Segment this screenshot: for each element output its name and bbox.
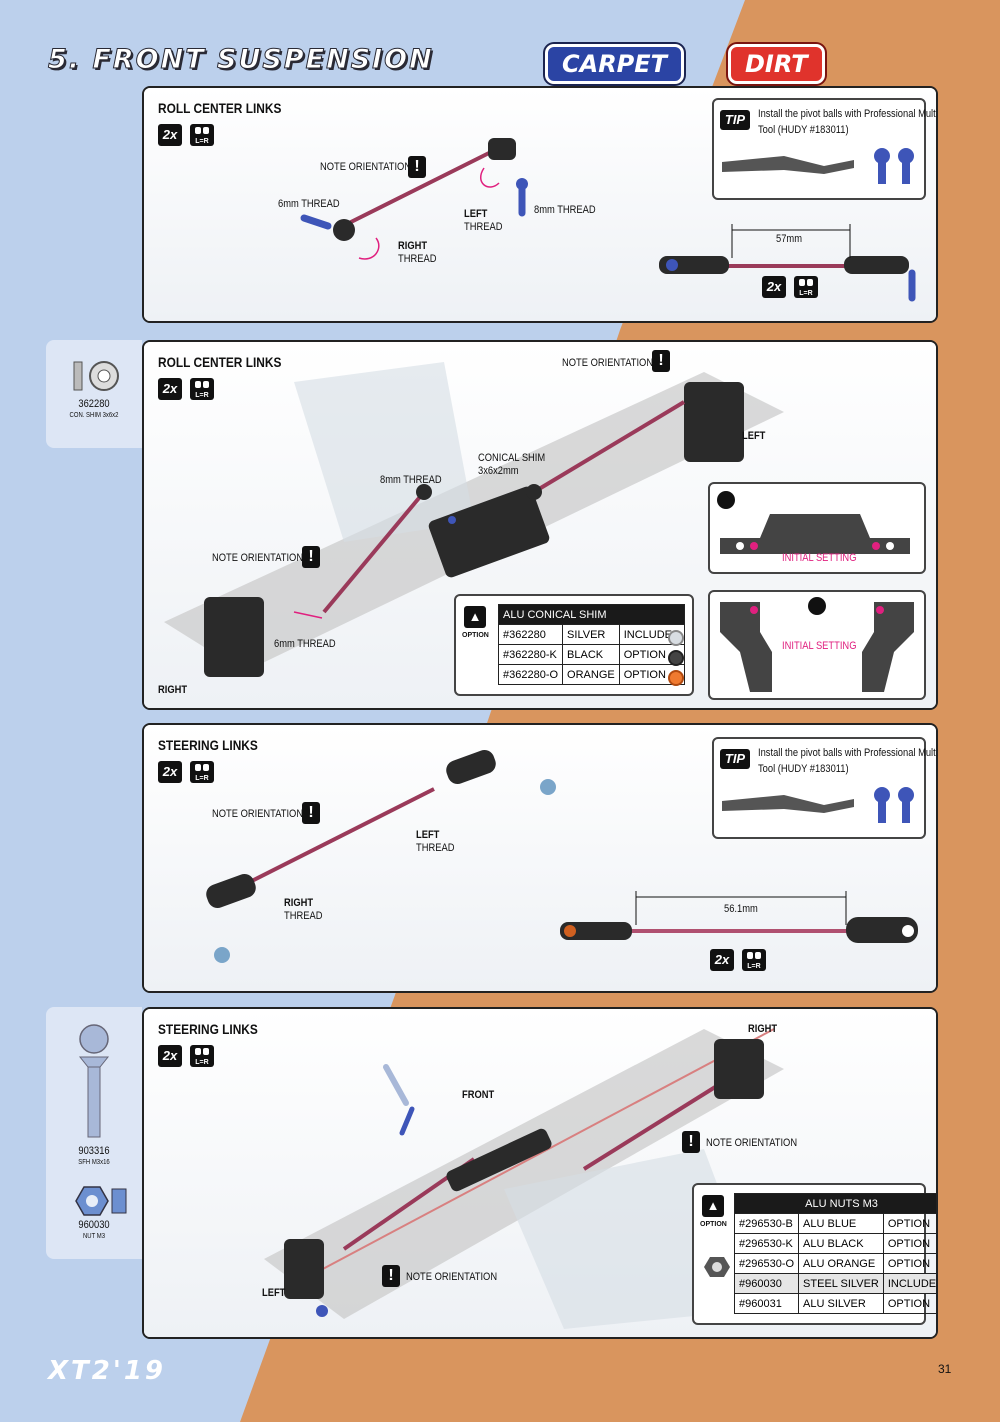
- multi-tool-icon: [722, 787, 914, 823]
- panel-title: ROLL CENTER LINKS: [158, 354, 282, 370]
- note-orientation-left: NOTE ORIENTATION: [212, 552, 304, 564]
- left-hub-carrier: [684, 382, 744, 462]
- panel-steering-links-1: STEERING LINKS 2x L=R NOTE ORIENTATION !…: [142, 723, 938, 993]
- thumbs-up-icon: ▲: [702, 1195, 724, 1217]
- conical-shim-icon: [73, 361, 119, 391]
- hub-carrier-icon: [720, 597, 914, 692]
- warning-icon: !: [302, 802, 320, 824]
- left-right-icon: L=R: [190, 761, 214, 783]
- panel-roll-center-links-2: ROLL CENTER LINKS 2x L=R NOTE ORIENTATIO…: [142, 340, 938, 710]
- thread-6mm-label: 6mm THREAD: [278, 198, 340, 210]
- left-right-icon: L=R: [190, 124, 214, 146]
- tip-icon: TIP: [720, 749, 750, 769]
- note-orientation-label: NOTE ORIENTATION: [212, 808, 304, 820]
- roll-center-block: [428, 486, 550, 578]
- qty-2x-icon: 2x: [158, 761, 182, 783]
- page-title: 5. FRONT SUSPENSION: [48, 44, 434, 76]
- initial-setting-box-2: INITIAL SETTING: [708, 590, 926, 700]
- left-right-icon: L=R: [742, 949, 766, 971]
- qty-2x-icon: 2x: [158, 378, 182, 400]
- qty-2x-icon: 2x: [762, 276, 786, 298]
- warning-icon: !: [682, 1131, 700, 1153]
- tip-box: TIP Install the pivot balls with Profess…: [712, 737, 936, 839]
- steering-link-illustration: [206, 749, 918, 963]
- panel-title: STEERING LINKS: [158, 1021, 258, 1037]
- left-right-icon: L=R: [190, 1045, 214, 1067]
- warning-icon: !: [652, 350, 670, 372]
- xt2-logo: XT2'19: [48, 1356, 167, 1386]
- tip-text: Install the pivot balls with Professiona…: [758, 108, 938, 136]
- initial-setting-label: INITIAL SETTING: [782, 552, 857, 564]
- panel-roll-center-links-1: ROLL CENTER LINKS 2x L=R NOTE ORIENTATIO…: [142, 86, 938, 323]
- right-hub-carrier: [204, 597, 264, 677]
- roll-center-link-illustration: [300, 138, 916, 302]
- option-label: OPTION: [700, 1221, 727, 1228]
- roll-center-plate-icon: [717, 491, 910, 554]
- option-label: OPTION: [462, 632, 489, 639]
- note-orientation-label: NOTE ORIENTATION: [320, 161, 412, 173]
- qty-2x-icon: 2x: [158, 1045, 182, 1067]
- dimension-56-1mm: 56.1mm: [724, 903, 758, 915]
- panel-title: STEERING LINKS: [158, 737, 258, 753]
- rod-end-right: [488, 138, 516, 160]
- initial-setting-box-1: INITIAL SETTING: [708, 482, 926, 574]
- left-right-icon: L=R: [794, 276, 818, 298]
- rod-end-left: [333, 219, 355, 241]
- dirt-tag: DIRT: [728, 44, 825, 84]
- thread-6mm-label: 6mm THREAD: [274, 638, 336, 650]
- shim-color-swatches: [668, 630, 684, 686]
- panel-steering-links-2: STEERING LINKS 2x L=R RIGHT FRONT ! NOTE…: [142, 1007, 938, 1339]
- note-orientation-top: NOTE ORIENTATION: [562, 357, 654, 369]
- thumbs-up-icon: ▲: [464, 606, 486, 628]
- initial-setting-label: INITIAL SETTING: [782, 640, 857, 652]
- note-orientation-left: NOTE ORIENTATION: [406, 1271, 498, 1283]
- warning-icon: !: [382, 1265, 400, 1287]
- front-label: FRONT: [462, 1089, 495, 1101]
- right-label: RIGHT: [748, 1023, 778, 1035]
- panel-title: ROLL CENTER LINKS: [158, 100, 282, 116]
- thread-8mm-label: 8mm THREAD: [380, 474, 442, 486]
- warning-icon: !: [302, 546, 320, 568]
- note-orientation-right: NOTE ORIENTATION: [706, 1137, 798, 1149]
- tip-icon: TIP: [720, 110, 750, 130]
- page-number: 31: [938, 1362, 952, 1376]
- carpet-tag: CARPET: [545, 44, 685, 84]
- tip-text: Install the pivot balls with Professiona…: [758, 747, 938, 775]
- multi-tool-icon: [722, 148, 914, 184]
- left-label: LEFT: [742, 430, 766, 442]
- dimension-57mm: 57mm: [776, 233, 802, 245]
- chassis-roll-center-illustration: [164, 362, 784, 677]
- nut-icon: [704, 1257, 730, 1277]
- thread-8mm-label: 8mm THREAD: [534, 204, 596, 216]
- right-label: RIGHT: [158, 684, 188, 696]
- qty-2x-icon: 2x: [710, 949, 734, 971]
- qty-2x-icon: 2x: [158, 124, 182, 146]
- left-label: LEFT: [262, 1287, 286, 1299]
- pivot-ball-6mm: [300, 214, 332, 230]
- warning-icon: !: [408, 156, 426, 178]
- tip-box: TIP Install the pivot balls with Profess…: [712, 98, 936, 200]
- screw-nut-icons: [75, 1024, 127, 1216]
- left-right-icon: L=R: [190, 378, 214, 400]
